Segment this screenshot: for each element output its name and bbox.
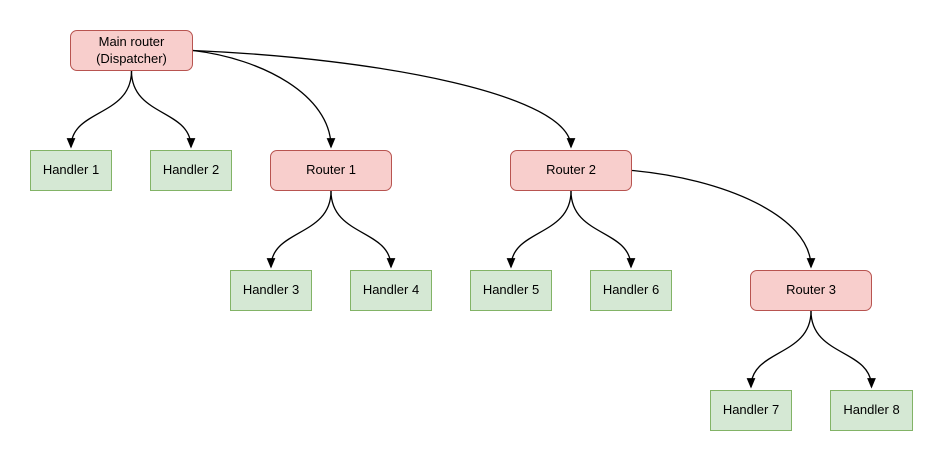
node-label: Handler 6 [602, 282, 660, 298]
node-handler-1: Handler 1 [30, 150, 112, 191]
node-handler-5: Handler 5 [470, 270, 552, 311]
node-router-2: Router 2 [510, 150, 632, 191]
node-router-3: Router 3 [750, 270, 872, 311]
node-label: Router 3 [786, 282, 836, 298]
node-label: Handler 3 [242, 282, 300, 298]
edge-main-router-to-router-1 [192, 49, 336, 149]
node-label: Router 2 [546, 162, 596, 178]
node-handler-7: Handler 7 [710, 390, 792, 431]
node-handler-3: Handler 3 [230, 270, 312, 311]
edge-router-1-to-handler-3 [266, 190, 332, 269]
node-label: Main router (Dispatcher) [96, 34, 167, 66]
edge-router-2-to-handler-5 [506, 190, 572, 269]
node-label: Handler 4 [362, 282, 420, 298]
edge-paths [66, 49, 876, 389]
node-router-1: Router 1 [270, 150, 392, 191]
edge-main-router-to-router-2 [192, 49, 576, 149]
node-handler-8: Handler 8 [830, 390, 913, 431]
edge-router-2-to-router-3 [631, 169, 816, 269]
node-handler-6: Handler 6 [590, 270, 672, 311]
node-label: Handler 2 [162, 162, 220, 178]
edge-router-3-to-handler-7 [746, 310, 812, 389]
edge-main-router-to-handler-2 [130, 70, 196, 149]
node-label: Router 1 [306, 162, 356, 178]
node-label: Handler 8 [843, 402, 900, 418]
edge-router-3-to-handler-8 [810, 310, 876, 389]
node-handler-4: Handler 4 [350, 270, 432, 311]
node-label: Handler 1 [42, 162, 100, 178]
edge-main-router-to-handler-1 [66, 70, 133, 149]
node-main-router: Main router (Dispatcher) [70, 30, 193, 71]
node-handler-2: Handler 2 [150, 150, 232, 191]
node-label: Handler 5 [482, 282, 540, 298]
node-label: Handler 7 [722, 402, 780, 418]
edge-router-2-to-handler-6 [570, 190, 636, 269]
edge-router-1-to-handler-4 [330, 190, 396, 269]
